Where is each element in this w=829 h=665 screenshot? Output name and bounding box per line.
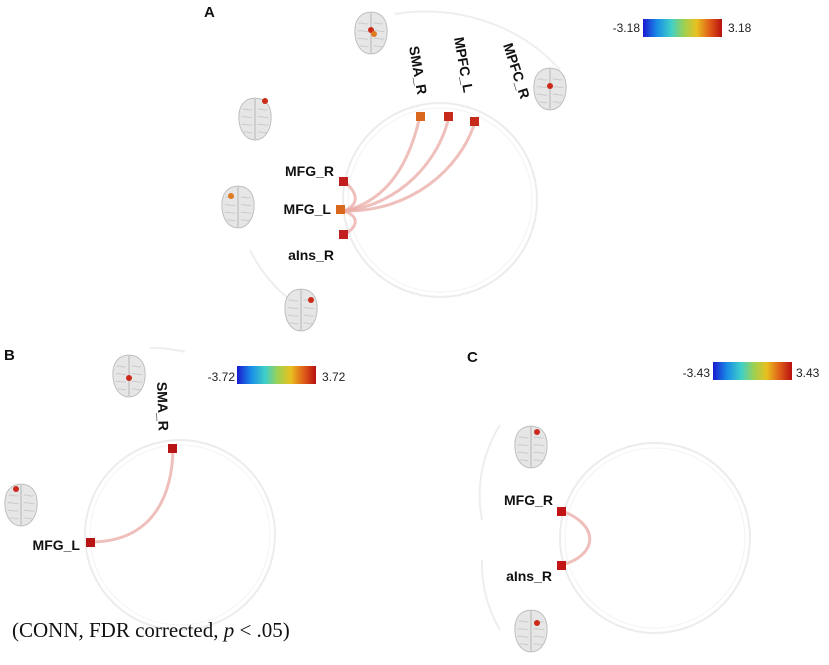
panel-b-colorbar-gradient: [237, 366, 316, 384]
panel-c-ring: [559, 442, 751, 634]
roi-label-mpfc-l: MPFC_L: [451, 36, 477, 94]
panel-a-ring-inner: [347, 107, 533, 293]
panel-c-colorbar-max: 3.43: [796, 366, 820, 380]
panel-a-letter: A: [204, 4, 215, 21]
panel-a-brain-bottom: [284, 288, 318, 332]
roi-node-mfg-r: [339, 177, 348, 186]
connection-mfgl-smar: [89, 448, 175, 544]
footnote-suffix: < .05): [234, 618, 290, 642]
panel-c-letter: C: [467, 349, 478, 366]
roi-label-mfg-l: MFG_L: [284, 201, 332, 217]
roi-label-sma-r: SMA_R: [154, 382, 172, 432]
panel-a-brain-right: [533, 67, 567, 111]
roi-node-mfg-l: [86, 538, 95, 547]
footnote-p-value-symbol: p: [223, 618, 235, 642]
roi-node-ains-r: [339, 230, 348, 239]
roi-node-mpfc-r: [470, 117, 479, 126]
panel-c-colorbar: -3.43 3.43: [683, 362, 820, 380]
roi-node-mfg-l: [336, 205, 345, 214]
panel-b-brain-top: [112, 354, 146, 398]
roi-marker-dot: [547, 83, 553, 89]
roi-label-mfg-r: MFG_R: [504, 492, 553, 508]
panel-b: B -3.72 3.72 SMA_R MFG_L: [4, 346, 346, 631]
connection-mfgl-smar: [343, 115, 422, 213]
roi-label-sma-r: SMA_R: [406, 45, 430, 96]
connection-mfgl-mpfcl: [343, 115, 451, 213]
panel-a-ring: [342, 102, 538, 298]
footnote-prefix: (CONN, FDR corrected,: [12, 618, 224, 642]
roi-label-mpfc-r: MPFC_R: [500, 41, 533, 101]
roi-node-ains-r: [557, 561, 566, 570]
roi-label-ains-r: aIns_R: [506, 568, 552, 584]
panel-b-brain-left: [4, 483, 38, 527]
panel-a-brain-upper-left: [238, 97, 272, 141]
roi-label-mfg-l: MFG_L: [33, 537, 81, 553]
panel-b-outer-arc: [149, 346, 186, 353]
panel-c-ring-inner: [564, 447, 746, 629]
panel-b-colorbar-min: -3.72: [208, 370, 236, 384]
panel-a-colorbar-gradient: [643, 19, 722, 37]
roi-marker-dot: [13, 486, 19, 492]
panel-b-letter: B: [4, 347, 15, 364]
panel-c-colorbar-gradient: [713, 362, 792, 380]
panel-a-outer-arc: [394, 10, 561, 71]
connection-mfgl-mpfcr: [343, 121, 477, 213]
panel-a-colorbar-max: 3.18: [728, 21, 752, 35]
panel-c-brain-bottom: [514, 609, 548, 653]
roi-marker-dot: [534, 620, 540, 626]
panel-b-ring: [84, 439, 276, 631]
roi-marker-dot: [228, 193, 234, 199]
panel-a-colorbar: -3.18 3.18: [613, 19, 752, 37]
roi-marker-dot: [534, 429, 540, 435]
roi-label-mfg-r: MFG_R: [285, 163, 334, 179]
roi-marker-dot: [126, 375, 132, 381]
panel-c-outer-arc: [478, 424, 501, 521]
roi-marker-dot: [371, 31, 377, 37]
roi-node-sma-r: [168, 444, 177, 453]
panel-a-connections: [342, 115, 477, 237]
panel-a-colorbar-min: -3.18: [613, 21, 641, 35]
panel-a-brain-left: [221, 185, 255, 229]
panel-b-colorbar: -3.72 3.72: [208, 366, 346, 384]
figure-footnote: (CONN, FDR corrected, p < .05): [12, 618, 290, 643]
roi-node-mfg-r: [557, 507, 566, 516]
panel-c-brain-top: [514, 425, 548, 469]
panel-b-ring-inner: [89, 444, 271, 626]
panel-a-outer-arc-lower: [249, 249, 291, 301]
roi-node-sma-r: [416, 112, 425, 121]
connection-mfgr-ainsr: [561, 509, 592, 567]
panel-b-colorbar-max: 3.72: [322, 370, 346, 384]
panel-c: C -3.43 3.43 MFG_R aIns_R: [467, 349, 820, 653]
roi-marker-dot: [308, 297, 314, 303]
roi-marker-dot: [262, 98, 268, 104]
panel-a: A -3.18 3.18: [204, 4, 752, 332]
panel-c-outer-arc-lower: [480, 559, 501, 631]
roi-label-ains-r: aIns_R: [288, 247, 334, 263]
roi-node-mpfc-l: [444, 112, 453, 121]
panel-c-colorbar-min: -3.43: [683, 366, 711, 380]
panel-a-brain-top: [354, 11, 388, 55]
